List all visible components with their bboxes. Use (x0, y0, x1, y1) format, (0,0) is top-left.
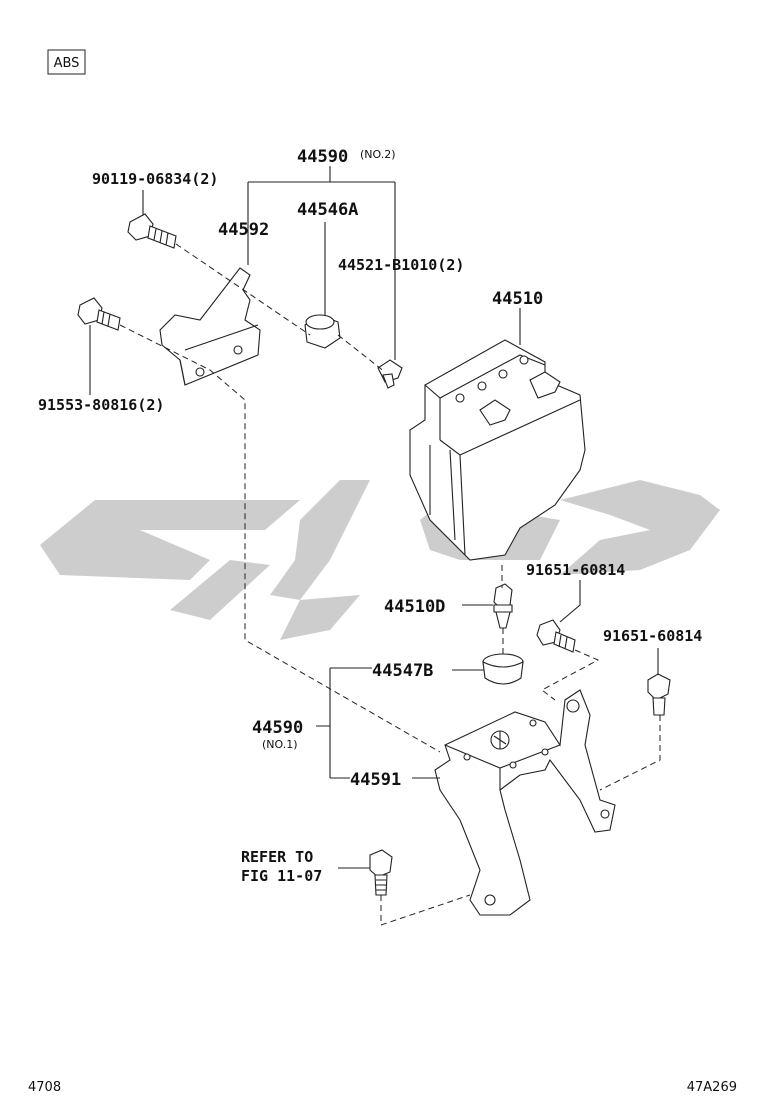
bolt-91651-b (647, 673, 671, 716)
label-44590-no1: 44590 (252, 718, 303, 738)
label-44547B: 44547B (372, 661, 433, 681)
label-refer-line1: REFER TO (241, 848, 313, 866)
label-91651-b: 91651-60814 (603, 627, 702, 645)
bolt-91651-a (536, 619, 576, 653)
label-44590-no2-qualifier: (NO.2) (360, 148, 396, 161)
label-44510: 44510 (492, 289, 543, 309)
part-labels: 44590 (NO.2) 90119-06834(2) 44546A 44592… (38, 147, 702, 885)
pin-44521 (377, 359, 403, 389)
grommet-44546A (304, 314, 341, 349)
bracket-44592 (159, 267, 261, 386)
label-44591: 44591 (350, 770, 401, 790)
watermark-logo (40, 480, 720, 640)
footer-left-code: 4708 (28, 1080, 61, 1095)
label-91651-a: 91651-60814 (526, 561, 625, 579)
footer-right-code: 47A269 (687, 1080, 737, 1095)
label-90119: 90119-06834(2) (92, 170, 218, 188)
label-44590-no1-qualifier: (NO.1) (262, 738, 298, 751)
bolt-90119 (127, 213, 177, 249)
grommet-44547B (482, 653, 524, 685)
bracket-44591 (434, 689, 616, 916)
label-refer-line2: FIG 11-07 (241, 867, 322, 885)
label-44592: 44592 (218, 220, 269, 240)
abs-tag: ABS (47, 49, 86, 75)
label-44590-no2: 44590 (297, 147, 348, 167)
abs-actuator-44510 (409, 339, 586, 561)
pin-44510D (493, 583, 513, 629)
label-44510D: 44510D (384, 597, 445, 617)
label-44521: 44521-B1010(2) (338, 256, 464, 274)
bolt-91553 (77, 297, 121, 331)
assembly-dash-lines (119, 243, 661, 926)
label-44546A: 44546A (297, 200, 358, 220)
abs-tag-label: ABS (54, 56, 80, 71)
bolt-refer-fig (369, 849, 393, 896)
label-91553: 91553-80816(2) (38, 396, 164, 414)
leader-lines (89, 166, 659, 869)
